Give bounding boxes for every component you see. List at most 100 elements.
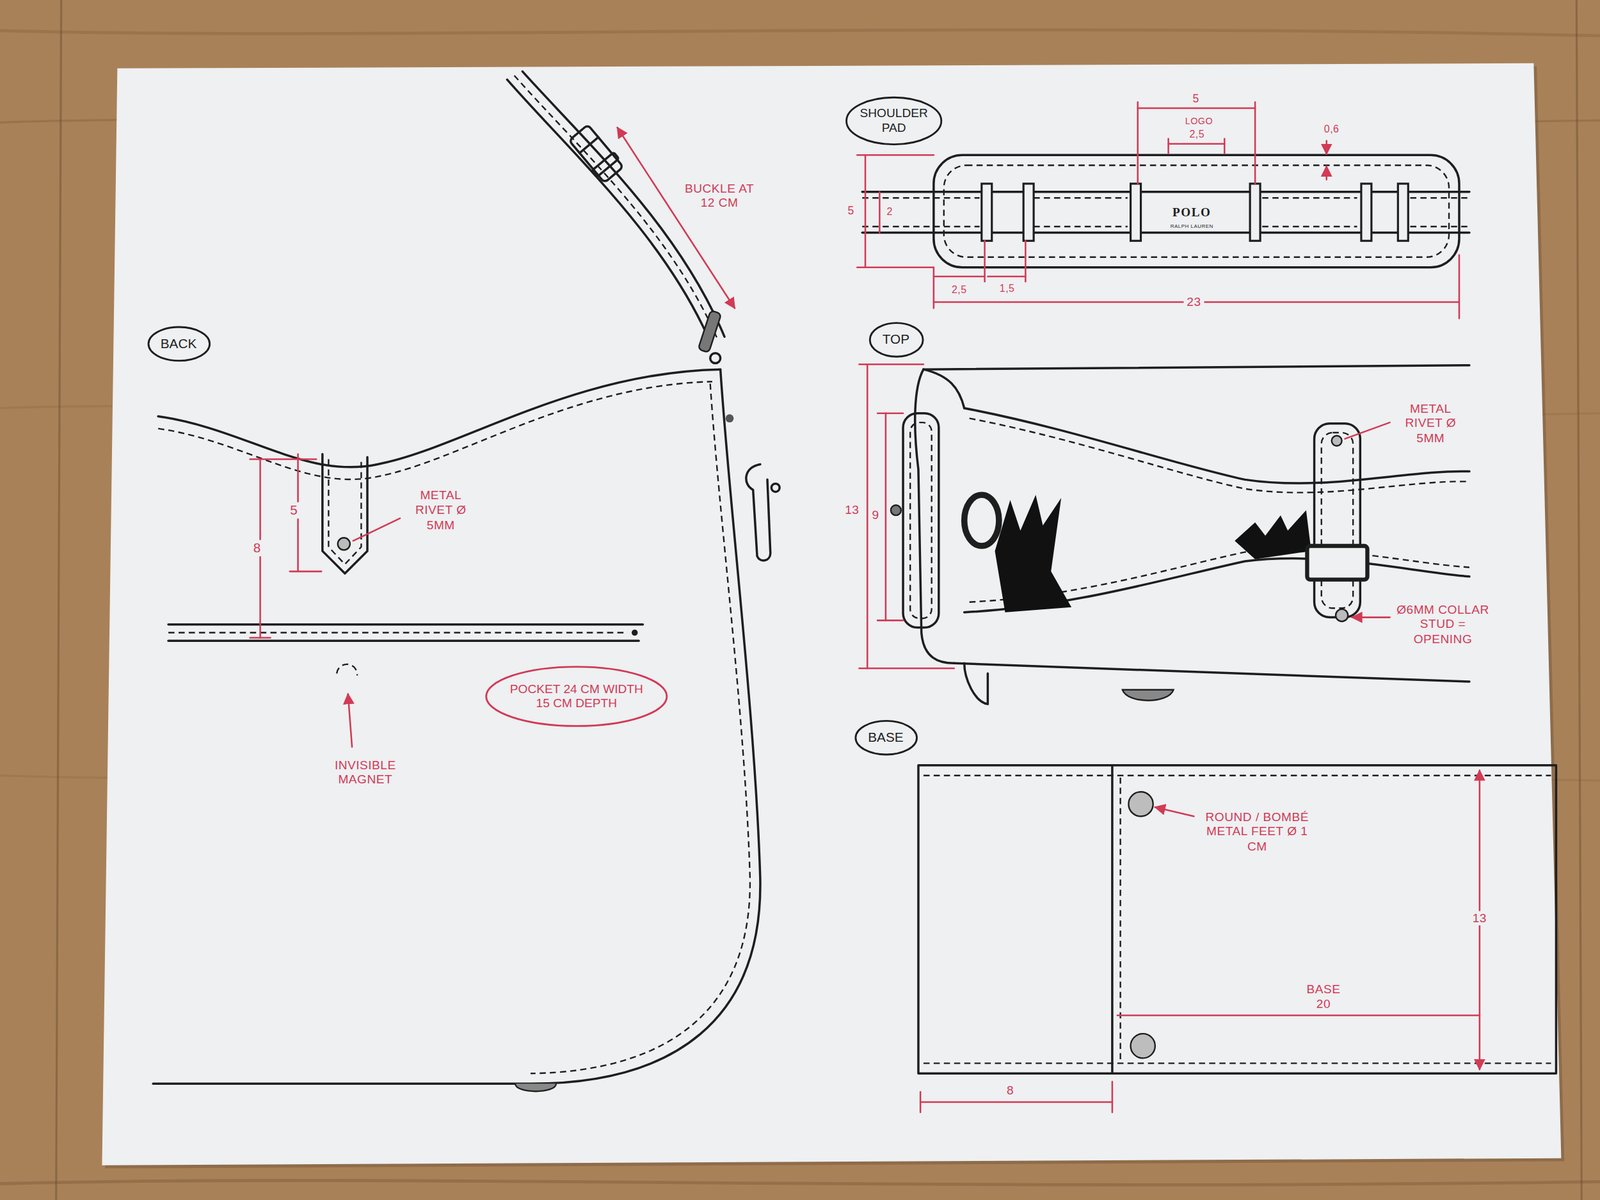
view-label-ellipse: TOP [867, 321, 925, 358]
sketch-line [1458, 255, 1461, 319]
sketch-line [1576, 0, 1582, 1200]
top-dimensions [858, 364, 1390, 669]
base-dimensions [920, 770, 1480, 1113]
sketch-line [1262, 197, 1357, 199]
sketch-line [866, 364, 869, 669]
ellipse-outline [869, 323, 923, 358]
view-label-ellipse: SHOULDER PAD [844, 95, 943, 146]
sketch-line [168, 640, 639, 643]
sketch-line [1234, 510, 1312, 560]
sketch-line [1111, 1081, 1114, 1113]
sketch-line [1409, 225, 1469, 228]
dimension-number: 13 [844, 503, 859, 518]
sketch-line [1397, 183, 1408, 241]
sketch-line [0, 1180, 1600, 1185]
annotation-note: METAL RIVET Ø 5MM [1395, 401, 1467, 446]
sketch-line [1262, 225, 1357, 228]
dimension-number: 1,5 [999, 282, 1016, 296]
sketch-line [923, 369, 965, 409]
sketch-line [353, 518, 400, 541]
sketch-line [1331, 435, 1343, 447]
sketch-line [1122, 689, 1174, 701]
sketch-line [698, 310, 722, 353]
sketch-line [920, 1101, 1113, 1104]
sketch-line [1024, 240, 1027, 282]
sketch-line [1167, 138, 1170, 153]
sketch-line [1168, 143, 1225, 146]
sketch-line [515, 1083, 557, 1092]
sketch-line [1321, 432, 1353, 608]
annotation-note: ROUND / BOMBÉ METAL FEET Ø 1 CM [1201, 809, 1314, 854]
view-label-ellipse: BACK [146, 325, 211, 363]
sketch-line [862, 231, 1470, 235]
sketch-line [1033, 197, 1128, 199]
sketch-line [592, 152, 619, 177]
sketch-line [858, 363, 923, 366]
logo-text: POLO [1172, 204, 1212, 220]
ellipse-outline [147, 327, 210, 361]
sketch-line [158, 381, 713, 480]
view-label-ellipse: POCKET 24 CM WIDTH 15 CM DEPTH [484, 664, 669, 728]
sketch-line [964, 663, 989, 704]
sketch-line [328, 458, 361, 564]
sketch-line [864, 154, 867, 267]
sketch-line [987, 275, 1026, 278]
sketch-line [1249, 183, 1261, 241]
sketch-line [933, 275, 985, 278]
sketch-line [158, 369, 721, 468]
sketch-line [579, 136, 599, 153]
sketch-line [1130, 183, 1142, 241]
sketch-line [289, 570, 322, 573]
view-title: TOP [882, 332, 910, 349]
dimension-number: 8 [1006, 1083, 1014, 1099]
sketch-line [771, 483, 780, 493]
sketch-line [1130, 1033, 1156, 1058]
sketch-line [0, 30, 1600, 36]
dimension-number: 2 [887, 206, 893, 219]
sketch-line [567, 123, 626, 185]
sketch-line [322, 454, 368, 575]
sketch-line [1111, 765, 1114, 1074]
sketch-line [856, 154, 934, 157]
annotation-note: BUCKLE AT 12 CM [678, 181, 761, 211]
sketch-line [631, 629, 639, 637]
annotation-note: METAL RIVET Ø 5MM [405, 488, 477, 533]
sketch-line [954, 663, 1470, 682]
sketch-line [152, 369, 761, 1084]
ellipse-outline [846, 96, 942, 144]
sketch-line [1117, 1014, 1480, 1017]
dimension-number: 2,5 [1189, 128, 1205, 141]
sketch-line [995, 494, 1072, 612]
sketch-line [933, 154, 1460, 267]
sketch-line [1335, 609, 1348, 622]
sketch-line [1023, 183, 1034, 241]
dimension-number: 8 [250, 540, 265, 557]
view-title: SHOULDER PAD [856, 105, 931, 136]
dimension-number: 0,6 [1324, 123, 1340, 136]
view-title: BASE [867, 729, 904, 746]
sketch-line [983, 240, 986, 282]
view-label-ellipse: BASE [853, 719, 918, 756]
annotation-note: INVISIBLE MAGNET [324, 757, 407, 788]
dimension-label: BASE 20 [1301, 982, 1346, 1012]
sketch-line [969, 418, 1470, 493]
sketch-line [944, 165, 1449, 257]
dimension-label: LOGO [1185, 115, 1213, 127]
sketch-line [919, 1091, 922, 1113]
sketch-line [250, 458, 317, 461]
annotation-note: Ø6MM COLLAR STUD = OPENING [1394, 602, 1492, 647]
sketch-line [1136, 101, 1139, 184]
sketch-line [903, 413, 939, 628]
sketch-line [1352, 616, 1391, 619]
sketch-line [617, 127, 735, 308]
sketch-line [923, 775, 1552, 777]
sketch-line [348, 693, 352, 747]
sketch-line [1223, 138, 1226, 153]
sketch-line [1409, 197, 1469, 199]
dimension-number: 9 [871, 508, 879, 523]
sketch-line [336, 664, 358, 676]
sketch-line [878, 192, 881, 233]
